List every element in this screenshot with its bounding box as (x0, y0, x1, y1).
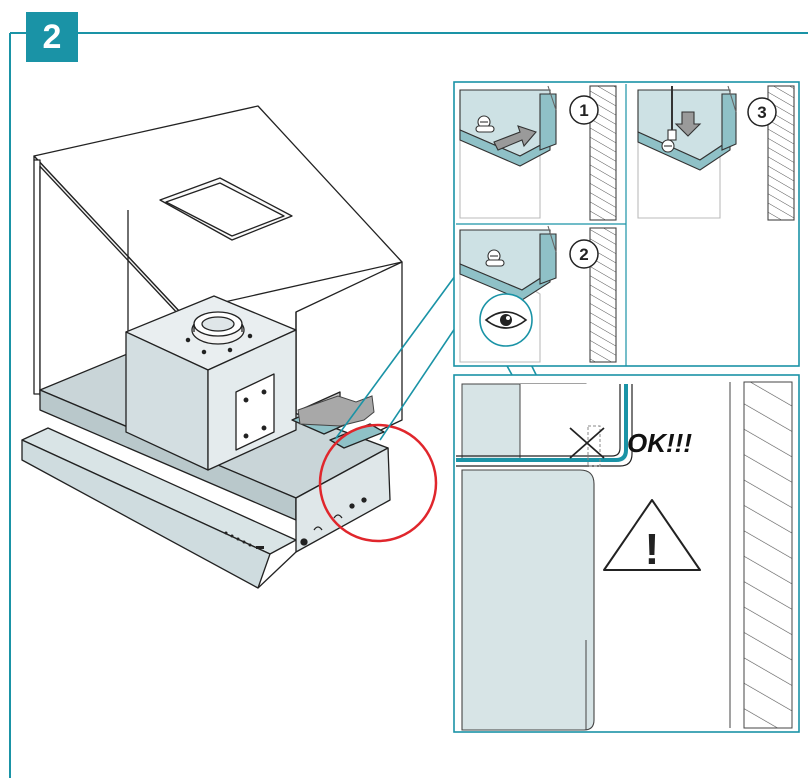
highlight-circle (318, 423, 438, 543)
detail-number-2: 2 (579, 245, 588, 264)
detail-step-1: 1 (458, 85, 622, 221)
arrow-push-icon (297, 395, 375, 427)
detail-panel-top: 1 3 (453, 81, 800, 367)
ok-label: OK!!! (627, 428, 692, 458)
detail-step-2: 2 (459, 225, 617, 363)
detail-number-3: 3 (757, 103, 766, 122)
warning-triangle-icon: ! (603, 499, 701, 574)
hood-illustration (21, 105, 403, 589)
cross-out-icon (569, 425, 605, 467)
detail-number-1: 1 (579, 101, 588, 120)
detail-step-3: 3 (637, 85, 795, 221)
step-number-badge: 2 (26, 12, 78, 62)
bracket-profile (456, 384, 633, 467)
warning-symbol: ! (645, 525, 660, 574)
screwdriver-icon (667, 86, 677, 141)
detail-panel-bottom: ! (453, 374, 800, 733)
eye-icon (484, 311, 528, 329)
outer-frame (9, 32, 808, 778)
